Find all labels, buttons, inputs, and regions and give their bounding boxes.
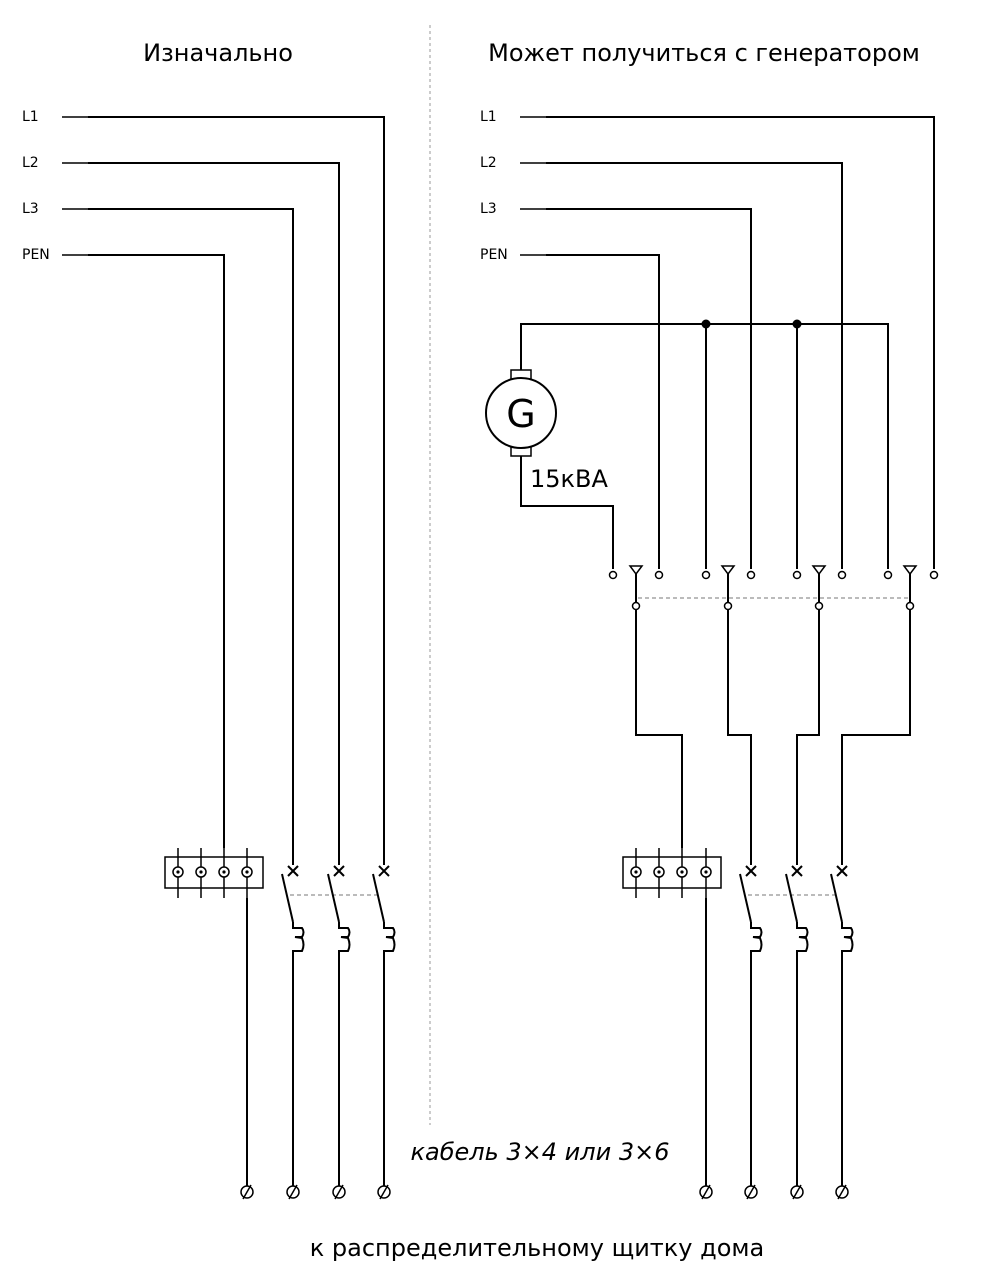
label-pen-left: PEN <box>22 247 50 263</box>
changeover-contacts <box>608 570 939 580</box>
label-l2-left: L2 <box>22 155 39 171</box>
junction-dot-1 <box>701 319 711 329</box>
wire-l1-right <box>546 116 935 569</box>
changeover-pole-1 <box>628 565 683 848</box>
left-heading: Изначально <box>143 39 293 67</box>
wire-l3-right <box>546 208 752 569</box>
cable-note: кабель 3×4 или 3×6 <box>411 1138 670 1166</box>
breaker-pole-3-right <box>830 865 854 1192</box>
wire-pen-left <box>88 254 225 848</box>
wire-l3-left <box>88 208 294 865</box>
label-l2-right: L2 <box>480 155 497 171</box>
breaker-pole-2-right <box>785 865 809 1192</box>
left-diagram: L1 L2 L3 PEN <box>22 109 396 1200</box>
label-l3-left: L3 <box>22 201 39 217</box>
right-diagram: L1 L2 L3 PEN G 15кВА <box>480 109 939 1200</box>
changeover-pole-2 <box>720 565 752 865</box>
label-pen-right: PEN <box>480 247 508 263</box>
breaker-pole-l2-left <box>327 865 351 1192</box>
output-terminals-left <box>240 1184 391 1200</box>
label-l1-left: L1 <box>22 109 39 125</box>
breaker-pole-l3-left <box>281 865 305 1192</box>
wire-l2-left <box>88 162 340 865</box>
label-l1-right: L1 <box>480 109 497 125</box>
terminal-block-right <box>622 848 722 898</box>
generator-rating: 15кВА <box>530 465 609 493</box>
breaker-pole-1-right <box>739 865 763 1192</box>
terminal-block-left <box>164 848 264 898</box>
footer-caption: к распределительному щитку дома <box>310 1234 764 1262</box>
changeover-pole-4 <box>841 565 918 865</box>
right-heading: Может получиться с генератором <box>488 39 920 67</box>
generator-bus <box>520 323 889 569</box>
junction-dot-2 <box>792 319 802 329</box>
generator-letter: G <box>506 392 535 436</box>
breaker-pole-l1-left <box>372 865 396 1192</box>
wire-pen-right <box>546 254 660 569</box>
changeover-pole-3 <box>796 565 827 865</box>
generator-symbol: G <box>485 369 557 457</box>
generator-output-wire <box>520 456 614 569</box>
label-l3-right: L3 <box>480 201 497 217</box>
wire-l2-right <box>546 162 843 569</box>
wire-l1-left <box>88 116 385 865</box>
output-terminals-right <box>699 1184 849 1200</box>
